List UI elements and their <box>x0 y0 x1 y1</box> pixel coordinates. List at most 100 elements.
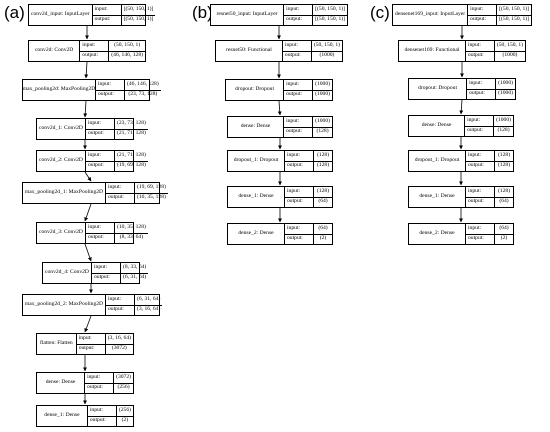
connector-arrow <box>84 171 92 182</box>
input-label: input: <box>465 116 495 126</box>
layer-output-row: output:(1000) <box>284 89 332 100</box>
output-label: output: <box>285 234 314 244</box>
output-label: output: <box>92 273 121 283</box>
output-shape: [(50, 150, 1)] <box>123 16 154 23</box>
layer-name: dense_1: Dense <box>228 187 285 207</box>
input-shape: (1000) <box>315 117 330 124</box>
output-shape: (1000) <box>502 52 518 59</box>
input-shape: (1000) <box>498 79 513 86</box>
layer-input-row: input:[(50, 150, 1)] <box>284 5 347 15</box>
layer-output-row: output:(46, 146, 128) <box>80 50 145 61</box>
layer-name: max_pooling2d_1: MaxPooling2D <box>23 183 106 203</box>
output-shape: (8, 33, 64) <box>119 234 144 241</box>
output-shape: (3072) <box>111 345 127 352</box>
input-shape: (50, 150, 1) <box>313 41 340 48</box>
output-shape: (64) <box>318 198 328 205</box>
layer-output-row: output:(128) <box>466 160 513 171</box>
layer-input-row: input:(64) <box>466 224 513 234</box>
layer-output-row: output:[(50, 150, 1)] <box>284 14 347 25</box>
layer-name: densenet169: Functional <box>399 41 466 61</box>
layer-name: dense: Dense <box>409 116 466 136</box>
layer-input-row: input:(256) <box>88 406 133 416</box>
input-shape: [(50, 150, 1)] <box>123 5 154 12</box>
output-label: output: <box>77 344 106 354</box>
layer-input-row: input:(1000) <box>465 116 513 126</box>
output-shape: (23, 73, 128) <box>128 91 158 98</box>
input-shape: (10, 35, 128) <box>116 223 146 230</box>
input-label: input: <box>285 224 314 234</box>
layer-input-row: input:(128) <box>285 151 332 161</box>
input-shape: (128) <box>497 187 511 194</box>
layer-input-row: input:(23, 73, 128) <box>86 119 148 129</box>
output-shape: (128) <box>316 162 330 169</box>
layer-name: dense: Dense <box>37 373 86 393</box>
output-shape: (21, 71, 128) <box>116 130 146 137</box>
layer-input-row: input:(64) <box>285 224 332 234</box>
output-label: output: <box>96 90 125 100</box>
input-label: input: <box>283 41 312 51</box>
layer-name: dense_2: Dense <box>228 224 285 244</box>
layer-output-row: output:(8, 33, 64) <box>85 232 148 243</box>
input-shape: (8, 33, 64) <box>122 263 147 270</box>
layer-output-row: output: (3072) <box>76 343 133 354</box>
output-shape: (2) <box>500 235 508 242</box>
output-label: output: <box>80 51 110 61</box>
input-label: input: <box>284 117 314 127</box>
input-label: input: <box>285 187 314 197</box>
layer-output-row: output:(64) <box>285 196 332 207</box>
input-shape: (21, 71, 128) <box>116 151 146 158</box>
input-label: input: <box>466 151 495 161</box>
input-label: input: <box>86 223 115 233</box>
layer-input-row: input:(21, 71, 128) <box>86 151 148 161</box>
layer-name: dropout: Dropout <box>226 80 285 100</box>
connector-arrow <box>84 315 92 333</box>
layer-name: conv2d_1: Conv2D <box>37 119 86 139</box>
input-shape: (50, 150, 1) <box>496 41 523 48</box>
input-label: input: <box>93 5 122 15</box>
layer-input-row: input:(10, 35, 128) <box>86 223 148 233</box>
output-shape: (10, 35, 128) <box>137 194 166 201</box>
output-shape: [(50, 150, 1)] <box>499 16 529 23</box>
layer-output-row: output:(3, 16, 64) <box>106 304 163 315</box>
layer-name: dropout: Dropout <box>409 79 468 99</box>
layer-name: flatten: Flatten <box>37 334 77 354</box>
layer-output-row: output:(1000) <box>467 88 515 99</box>
input-shape: (64) <box>499 224 509 231</box>
output-shape: (2) <box>319 235 327 242</box>
layer-output-row: output:(128) <box>285 160 332 171</box>
input-label: input: <box>88 406 117 416</box>
input-label: input: <box>466 187 495 197</box>
layer-name: dense_1: Dense <box>37 406 88 426</box>
input-shape: (256) <box>118 406 131 413</box>
layer-name: dense: Dense <box>228 117 285 137</box>
output-label: output: <box>283 51 312 61</box>
layer-input-row: input:(3072) <box>85 373 133 383</box>
layer-output-row: output:(256) <box>85 382 133 393</box>
layer-input-row: input:(19, 69, 128) <box>106 183 168 193</box>
layer-name: conv2d_input: InputLayer <box>29 5 93 25</box>
layer-name: conv2d_2: Conv2D <box>37 151 86 171</box>
layer-name: dense_2: Dense <box>409 224 466 244</box>
layer-output-row: output:(1000) <box>282 50 342 61</box>
output-shape: (128) <box>497 127 510 134</box>
output-label: output: <box>466 161 495 171</box>
input-label: input: <box>86 119 115 129</box>
connector-arrow <box>277 100 282 116</box>
output-shape: (128) <box>497 162 511 169</box>
connector-arrow <box>83 100 88 118</box>
layer-input-row: input:(50, 150, 1) <box>80 41 145 51</box>
layer-name: resnet50: Functional <box>216 41 283 61</box>
input-shape: (46, 146, 128) <box>127 80 159 87</box>
output-label: output: <box>93 15 122 25</box>
